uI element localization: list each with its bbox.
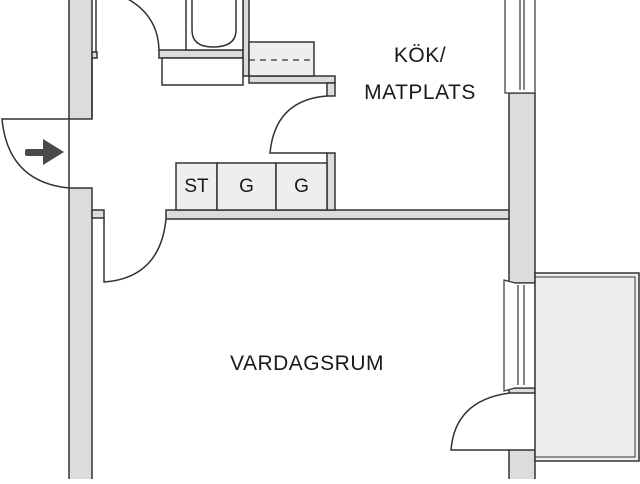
exterior-wall-left-bottom <box>68 187 93 482</box>
closet-label-st: ST <box>184 176 209 197</box>
room-label-living: VARDAGSRUM <box>230 352 384 375</box>
kitchen-label-line2: MATPLATS <box>364 81 476 104</box>
exterior-wall-left-top <box>68 0 93 120</box>
room-label-kitchen: KÖK/ MATPLATS <box>340 42 500 106</box>
kitchen-door-swing <box>269 95 328 154</box>
kitchen-label-line1: KÖK/ <box>393 44 447 67</box>
arrow-right-icon <box>25 139 64 165</box>
closets <box>175 162 328 211</box>
exterior-wall-right-mid <box>508 92 536 284</box>
window-kitchen <box>504 0 536 94</box>
balcony-door-swing <box>450 392 535 451</box>
kitchen-counter <box>248 41 315 77</box>
living-door-swing <box>103 218 167 283</box>
closet-label-g2: G <box>294 176 309 197</box>
bathtub <box>185 0 244 51</box>
bath-counter <box>161 57 244 86</box>
window-living <box>503 279 536 392</box>
closet-label-g1: G <box>239 176 254 197</box>
interior-wall-kitchen-living <box>165 209 510 220</box>
balcony <box>534 272 640 462</box>
bathroom-door-swing <box>127 0 160 51</box>
